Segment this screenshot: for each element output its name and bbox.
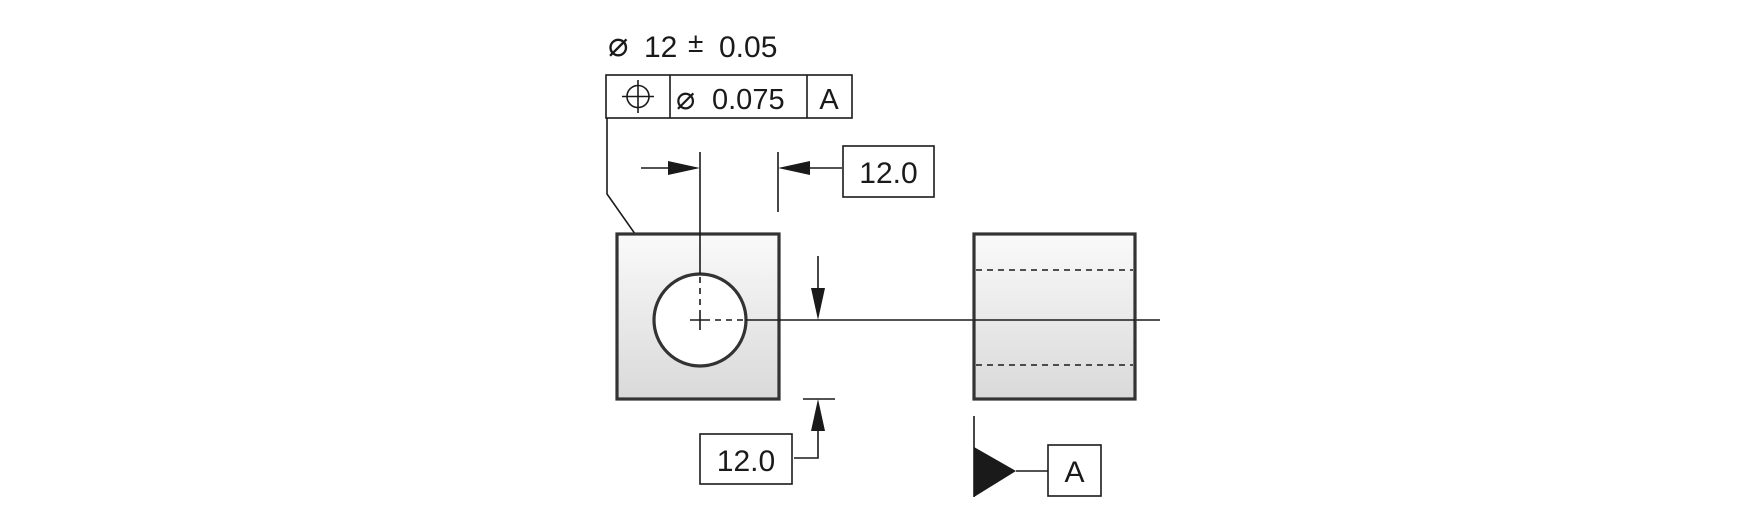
plus-minus-symbol: ± — [688, 27, 703, 58]
diameter-value: 12 — [644, 31, 677, 64]
horizontal-dimension-box — [842, 145, 935, 198]
fcf-diameter-symbol: ⌀ — [676, 80, 695, 116]
vertical-dimension: 12.0 — [699, 433, 793, 485]
fcf-datum: A — [819, 84, 839, 116]
datum-label: A — [1064, 456, 1084, 489]
part-side-view — [972, 232, 1137, 401]
datum-feature-symbol: A — [973, 416, 1102, 497]
position-icon — [622, 80, 654, 113]
datum-triangle-icon — [974, 447, 1016, 497]
diameter-tolerance: 0.05 — [719, 31, 777, 64]
diameter-callout: ⌀ 12 ± 0.05 — [608, 26, 777, 64]
horizontal-dimension-value: 12.0 — [859, 157, 917, 190]
vertical-dimension-arrows — [794, 256, 835, 459]
hole-center-mark — [690, 274, 746, 330]
horizontal-dimension-arrows — [641, 161, 842, 175]
vertical-dimension-box — [699, 433, 793, 485]
diameter-symbol: ⌀ — [608, 26, 628, 64]
fcf-tolerance-value: 0.075 — [712, 84, 785, 116]
feature-control-frame: ⌀ 0.075 A — [605, 74, 853, 119]
horizontal-dimension: 12.0 — [842, 145, 935, 198]
vertical-dimension-value: 12.0 — [717, 445, 775, 478]
datum-box — [1047, 444, 1102, 497]
